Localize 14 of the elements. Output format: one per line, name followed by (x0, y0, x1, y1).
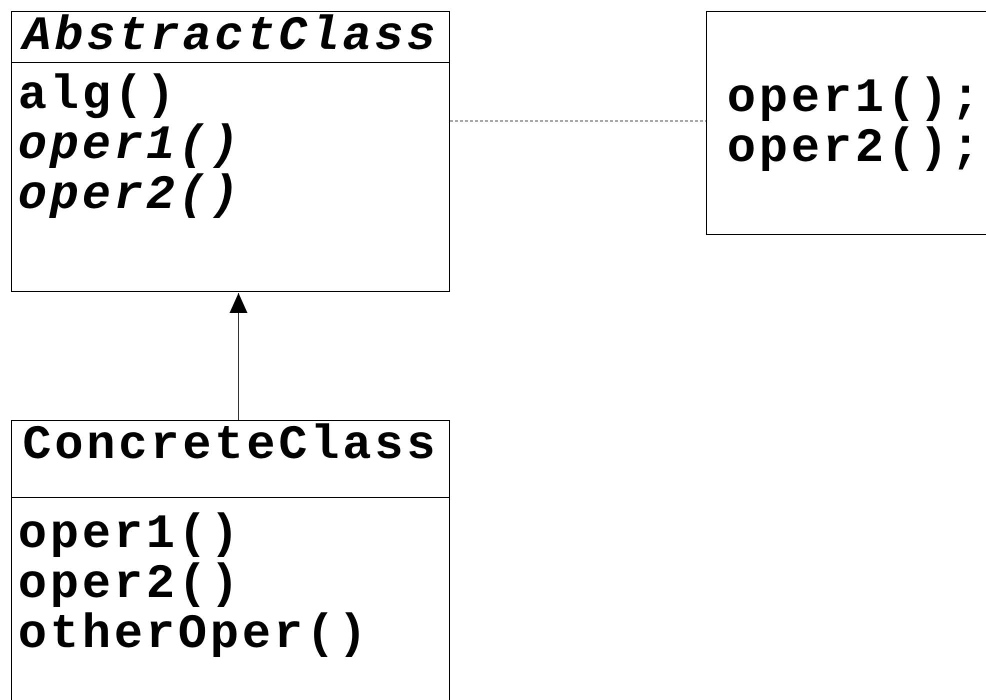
class-name: AbstractClass (22, 12, 439, 62)
class-box (11, 420, 450, 700)
class-box (11, 11, 450, 292)
class-name: ConcreteClass (22, 421, 439, 471)
note-box (706, 11, 986, 235)
method-text: oper2() (18, 171, 242, 221)
method-text: oper1(); (727, 74, 984, 124)
inheritance-arrow (230, 292, 248, 420)
method-text: oper2() (18, 560, 242, 610)
method-text: oper1() (18, 121, 242, 171)
method-text: alg() (18, 71, 178, 121)
method-text: oper2(); (727, 124, 984, 174)
method-text: otherOper() (18, 610, 370, 660)
method-text: oper1() (18, 510, 242, 560)
